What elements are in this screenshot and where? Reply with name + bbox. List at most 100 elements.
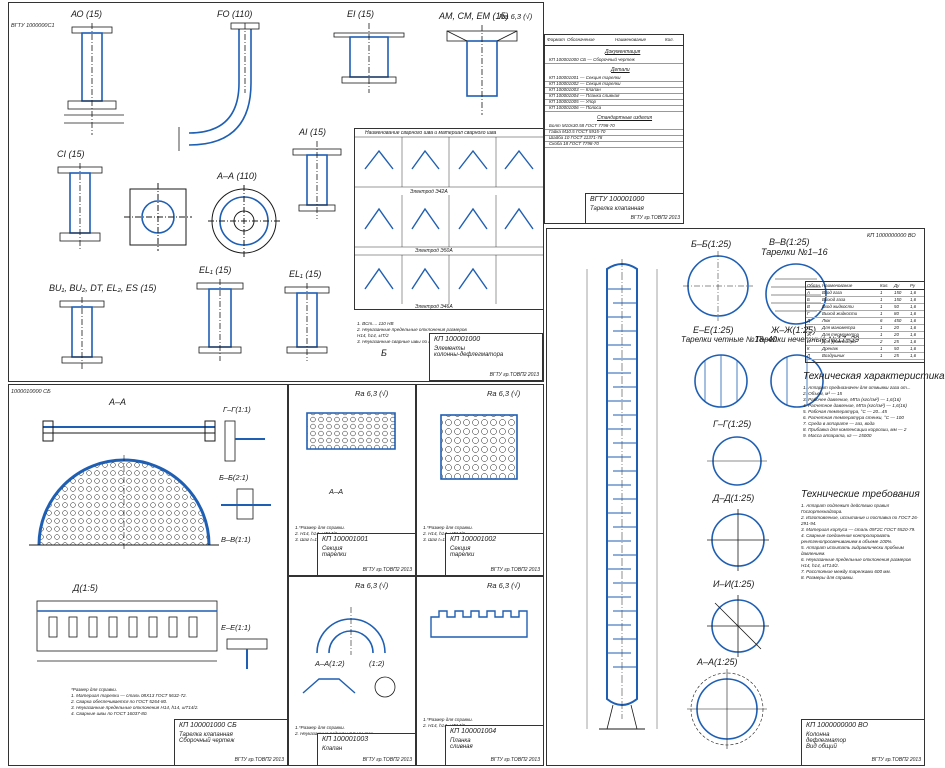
nozzle-cell: Выход жидкости <box>822 311 858 316</box>
nozzle-cell: 1 <box>880 304 883 309</box>
spec-section-docs: Документация <box>605 49 641 55</box>
nozzle-cell: 1 <box>880 353 883 358</box>
drawing-gg <box>707 436 767 486</box>
req-title: Технические требования <box>801 489 920 500</box>
view-aa: А–А <box>109 397 127 407</box>
sheet4-side-code: КП 1000000000 ВО <box>867 233 916 239</box>
nozzle-cell: Выход газа <box>822 297 846 302</box>
drawing-part2 <box>440 414 518 480</box>
part3-view-b: (1:2) <box>369 659 385 668</box>
label-fo: FО (110) <box>217 9 253 19</box>
part2-stamp-name: Секция тарелки <box>450 546 475 558</box>
part1-stamp-org: ВГТУ гр.ТОВП2 2013 <box>362 567 412 573</box>
sheet-specification: Формат Обозначение Наименование Кол. Док… <box>544 34 684 224</box>
view-e: Е–Е(1:1) <box>221 623 251 632</box>
drawing-el1-b <box>284 283 330 361</box>
part3-stamp-name: Клапан <box>322 746 343 752</box>
nozzle-cell: 50 <box>894 346 899 351</box>
nozzle-cell: 20 <box>894 325 899 330</box>
nozzle-cell: 1,6 <box>910 297 917 302</box>
spec-row: Болт М10х30.58 ГОСТ 7798-70 <box>545 123 683 130</box>
part4-stamp-name: Планка сливная <box>450 738 473 750</box>
nozzle-cell: 450 <box>894 318 902 323</box>
nozzle-cell: Для уровнемера <box>822 339 856 344</box>
drawing-flange-plan <box>124 183 192 251</box>
view-bb: Б–Б(1:25) <box>691 239 732 249</box>
sheet-part-2: Ra 6,3 (√) 1.*Размер для справки. 2. Н14… <box>416 384 544 576</box>
sheet-elements: ВГТУ 1000000С1 АО (15) FО (110) EI (15) <box>8 2 544 382</box>
label-aa: А–А (110) <box>217 171 257 181</box>
drawing-ai <box>292 141 342 219</box>
drawing-dd <box>707 509 769 571</box>
drawing-tray-section <box>42 420 216 442</box>
drawing-ee <box>694 354 748 408</box>
drawing-e-detail <box>226 638 268 669</box>
nozzle-cell: Дренаж <box>822 346 838 351</box>
sheet-part-3: Ra 6,3 (√) А–А(1:2) (1:2) 1.*Размер для … <box>288 576 416 766</box>
part4-title-block: КП 100001004 Планка сливная ВГТУ гр.ТОВП… <box>445 725 544 766</box>
drawing-zz <box>770 354 824 408</box>
view-vv-sub: Тарелки №1–16 <box>761 247 828 257</box>
drawing-aa <box>208 185 280 257</box>
weld-electrode-3: Электрод Э46А <box>415 304 453 310</box>
nozzle-cell: Д <box>807 318 811 323</box>
drawing-el1 <box>196 279 244 361</box>
spec-row: КП 100001006 — Полоса <box>545 105 683 112</box>
sheet4-title-block: КП 1000000000 ВО Колонна дефлегматор Вид… <box>801 719 925 766</box>
nozzle-col-qty: Кол. <box>880 283 889 288</box>
drawing-d-view <box>36 600 218 662</box>
drawing-ci <box>57 163 103 249</box>
drawing-bb <box>683 251 753 321</box>
nozzle-cell: 1 <box>880 297 883 302</box>
drawing-valve-plan <box>316 607 386 655</box>
nozzle-cell: 1 <box>880 290 883 295</box>
part2-stamp-org: ВГТУ гр.ТОВП2 2013 <box>490 567 540 573</box>
spec-row: Шайба 10 ГОСТ 11371-78 <box>545 135 683 142</box>
spec-section-std: Стандартные изделия <box>597 115 653 121</box>
sheet4-stamp-name: Колонна дефлегматор Вид общий <box>806 732 847 750</box>
part3-title-block: КП 100001003 Клапан ВГТУ гр.ТОВП2 2013 <box>317 733 416 766</box>
nozzle-cell: В <box>807 304 810 309</box>
nozzle-cell: 1,6 <box>910 290 917 295</box>
nozzle-cell: Для термометра <box>822 332 859 337</box>
view-g: Г–Г(1:1) <box>223 405 251 414</box>
drawing-g-detail <box>224 420 265 462</box>
nozzle-cell: 25 <box>894 339 899 344</box>
drawing-fo <box>178 22 260 151</box>
part3-view-a: А–А(1:2) <box>315 659 345 668</box>
part2-title-block: КП 100001002 Секция тарелки ВГТУ гр.ТОВП… <box>445 533 544 576</box>
nozzle-cell: А <box>807 290 810 295</box>
view-ii: И–И(1:25) <box>713 579 755 589</box>
nozzle-cell: 1,6 <box>910 304 917 309</box>
drawing-tray-plan <box>29 455 219 549</box>
drawing-column <box>586 259 658 730</box>
sheet3-title-block: КП 100001000 СБ Тарелка клапанная Сбороч… <box>174 719 288 766</box>
tech-title: Техническая характеристика <box>803 371 945 382</box>
part4-stamp-code: КП 100001004 <box>450 728 497 735</box>
sheet1-view-b: Б <box>381 348 387 358</box>
part2-roughness: Ra 6,3 (√) <box>487 389 521 398</box>
sheet-part-1: Ra 6,3 (√) А–А 1.*Размер для справки. 2.… <box>288 384 416 576</box>
view-d: Д(1:5) <box>73 583 98 593</box>
label-am: AM, CM, EM (15) <box>439 11 509 21</box>
spec-col-qty: Кол. <box>665 37 674 42</box>
view-ee-sub: Тарелки четные №18–40 <box>681 335 777 344</box>
nozzle-cell: Воздушник <box>822 353 845 358</box>
nozzle-cell: 1,6 <box>910 353 917 358</box>
sheet3-stamp-name: Тарелка клапанная Сборочный чертеж <box>179 732 235 744</box>
sheet-part-4: Ra 6,3 (√) 1.*Размер для справки. 2. Н14… <box>416 576 544 766</box>
sheet2-title-block: ВГТУ 100001000 Тарелка клапанная ВГТУ гр… <box>585 193 684 224</box>
view-zz-sub: Тарелки нечетные №17–39 <box>755 335 860 344</box>
nozzle-cell: Г <box>807 311 810 316</box>
spec-col-designation: Обозначение <box>567 37 595 42</box>
nozzle-cell: 6 <box>880 318 883 323</box>
nozzle-cell: 1,6 <box>910 318 917 323</box>
nozzle-cell: 1 <box>880 346 883 351</box>
